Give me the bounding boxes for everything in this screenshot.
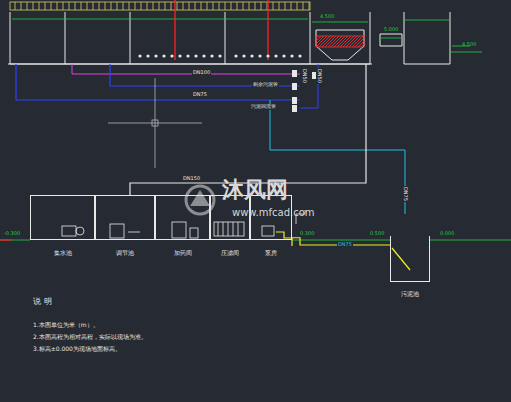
note: 2.本图高程为相对高程，实际以现场为准。 <box>33 334 147 341</box>
pipe-label: DN100 <box>192 70 211 76</box>
room-label: 污泥池 <box>401 290 419 299</box>
pipe-label: DN75 <box>192 92 208 98</box>
diffuser <box>202 54 205 57</box>
diffuser <box>194 54 197 57</box>
elevation-mark: 0.000 <box>440 231 454 237</box>
diffuser <box>170 54 173 57</box>
pipe-label: 剩余污泥管 <box>252 82 279 88</box>
room-label: 调节池 <box>116 249 134 258</box>
elevation-mark: 4.500 <box>462 42 476 48</box>
diffuser <box>186 54 189 57</box>
diffuser <box>266 54 269 57</box>
diffuser <box>162 54 165 57</box>
diffuser <box>258 54 261 57</box>
diffuser <box>146 54 149 57</box>
elevation-mark: 0.300 <box>300 231 314 237</box>
notes-heading: 说 明 <box>33 298 52 307</box>
room-box: 加药间 <box>155 195 210 240</box>
room-label: 集水池 <box>54 249 72 258</box>
diffuser <box>178 54 181 57</box>
note: 1.本图单位为米（m）。 <box>33 322 99 329</box>
elevation-mark: 5.000 <box>384 27 398 33</box>
room-label: 压滤间 <box>221 249 239 258</box>
diffuser <box>290 54 293 57</box>
room-label: 加药间 <box>174 249 192 258</box>
note: 3.标高±0.000为现场地面标高。 <box>33 346 121 353</box>
pipe-label: DN75 <box>337 242 353 248</box>
elevation-mark: 4.500 <box>320 14 334 20</box>
diffuser <box>250 54 253 57</box>
diffuser <box>234 54 237 57</box>
diffuser <box>218 54 221 57</box>
pipe-label: DN150 <box>182 176 201 182</box>
diffuser <box>282 54 285 57</box>
diffuser <box>242 54 245 57</box>
diffuser <box>138 54 141 57</box>
elevation-mark: 0.500 <box>370 231 384 237</box>
diffuser <box>154 54 157 57</box>
diffuser <box>298 54 301 57</box>
pipe-label: DN75 <box>403 186 409 202</box>
watermark: 沐风网 <box>222 178 288 202</box>
diffuser <box>274 54 277 57</box>
diffuser <box>210 54 213 57</box>
pipe-label: DN50 <box>302 68 308 84</box>
room-box: 集水池 <box>30 195 95 240</box>
room-box: 调节池 <box>95 195 155 240</box>
pipe-label: 污泥回流管 <box>250 104 277 110</box>
pipe-label: DN50 <box>317 68 323 84</box>
watermark-url: www.mfcad.com <box>232 207 315 218</box>
elevation-mark: -0.300 <box>4 231 20 237</box>
sludge-tank: 污泥池 <box>390 236 430 282</box>
room-label: 泵房 <box>265 249 277 258</box>
